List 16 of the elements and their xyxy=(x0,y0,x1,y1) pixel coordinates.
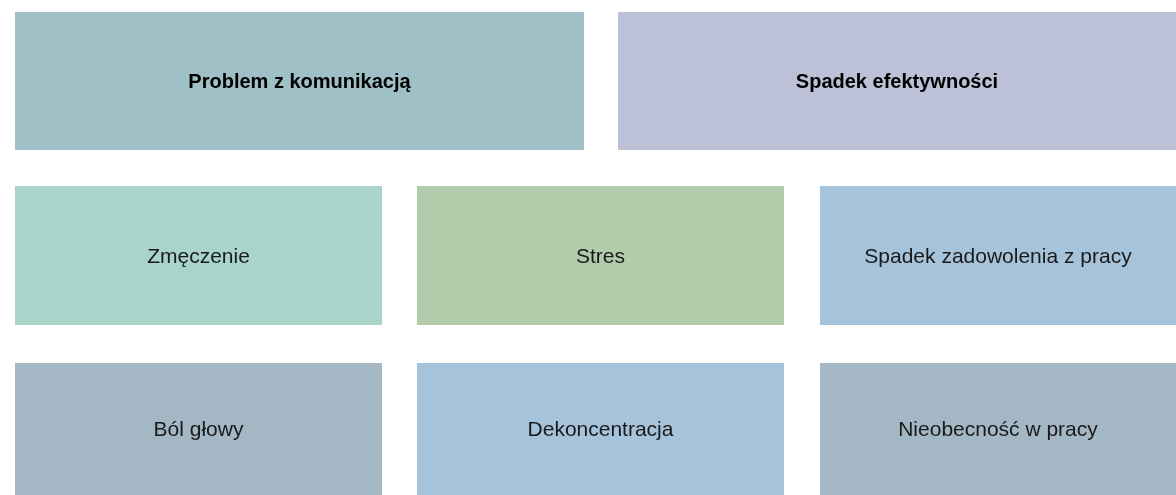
category-box xyxy=(417,186,784,325)
category-box xyxy=(820,363,1176,495)
category-box xyxy=(820,186,1176,325)
box-label: Ból głowy xyxy=(153,417,244,441)
box-label: Stres xyxy=(576,243,625,268)
box-label: Problem z komunikacją xyxy=(188,69,411,93)
box-label: Zmęczenie xyxy=(147,243,250,268)
category-box xyxy=(618,12,1176,150)
category-box xyxy=(15,363,382,495)
category-box xyxy=(15,186,382,325)
box-label: Spadek efektywności xyxy=(795,69,999,93)
box-label: Spadek zadowolenia z pracy xyxy=(864,243,1132,268)
category-box xyxy=(417,363,784,495)
box-label: Dekoncentracja xyxy=(527,417,674,441)
box-label: Nieobecność w pracy xyxy=(898,417,1098,441)
category-box xyxy=(15,12,584,150)
